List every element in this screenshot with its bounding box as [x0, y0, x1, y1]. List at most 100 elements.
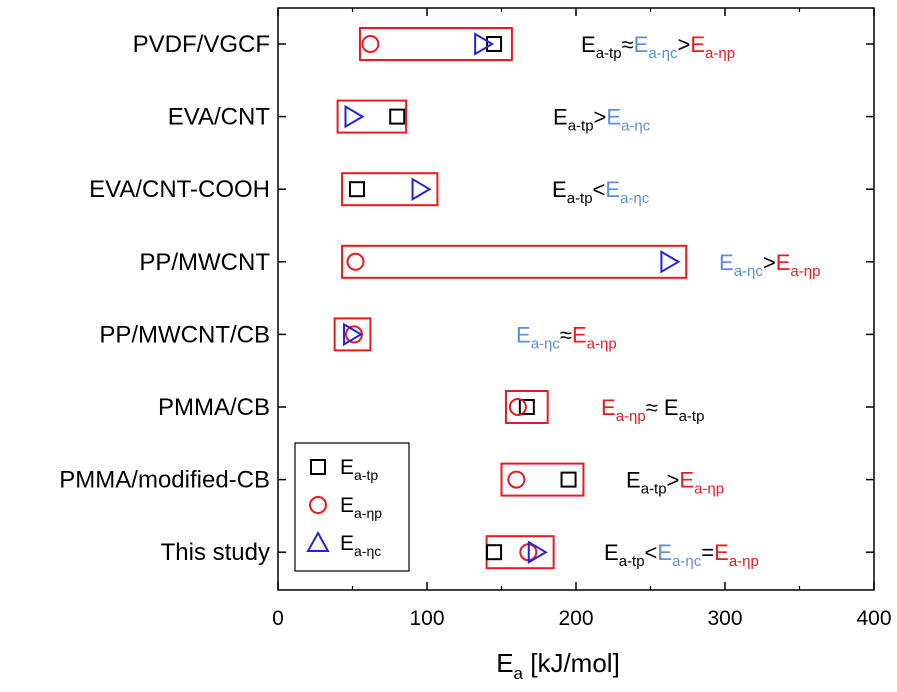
legend-square-icon — [310, 459, 326, 475]
annotation-subscript: a-ηp — [694, 481, 724, 498]
annotation-symbol: E — [553, 105, 568, 130]
annotation-symbol: E — [605, 177, 620, 202]
marker-e-a-tp — [348, 181, 365, 198]
x-axis-title-symbol: E — [496, 648, 513, 678]
legend-triangle-icon — [306, 530, 330, 552]
range-box — [341, 172, 439, 207]
annotation-operator: ≈ — [646, 395, 664, 420]
annotation-symbol: E — [552, 177, 567, 202]
legend-frame — [294, 442, 410, 572]
annotation-symbol: E — [714, 540, 729, 565]
annotation-subscript: a-ηp — [729, 553, 759, 570]
annotation: Ea-tp​≈Ea-ηc​>Ea-ηp​ — [581, 32, 735, 62]
annotation: Ea-tp​>Ea-ηp​ — [626, 468, 724, 498]
marker-e-a-nc — [411, 177, 432, 201]
annotation-operator: < — [645, 540, 658, 565]
annotation-subscript: a-tp — [679, 408, 705, 425]
legend-symbol: E — [340, 494, 354, 517]
range-box — [358, 27, 513, 61]
marker-e-a-nc — [660, 250, 681, 274]
x-axis-title-unit: [kJ/mol] — [523, 648, 620, 678]
range-box — [336, 99, 408, 134]
annotation-subscript: a-tp — [641, 481, 667, 498]
annotation-subscript: a-ηp — [587, 335, 617, 352]
annotation-subscript: a-ηc — [621, 118, 651, 135]
annotation-operator: < — [593, 177, 606, 202]
annotation: Ea-ηp​≈ Ea-tp​ — [601, 395, 704, 425]
category-label: EVA/CNT-COOH — [89, 176, 270, 203]
category-label: PVDF/VGCF — [133, 31, 270, 58]
category-label: EVA/CNT — [168, 104, 271, 131]
annotation-symbol: E — [664, 395, 679, 420]
annotation-symbol: E — [601, 395, 616, 420]
annotation-symbol: E — [581, 32, 596, 57]
category-label: This study — [161, 539, 270, 566]
category-label: PP/MWCNT/CB — [99, 321, 270, 348]
marker-e-a-tp — [486, 544, 503, 561]
legend-label: Ea-ηp — [340, 494, 382, 521]
range-box — [341, 244, 688, 279]
range-box — [500, 462, 585, 497]
legend-subscript: a-ηp — [354, 505, 382, 521]
annotation: Ea-tp​<Ea-ηc​=Ea-ηp​ — [604, 540, 759, 570]
marker-e-a-np — [346, 252, 365, 271]
legend-circle-icon — [309, 496, 327, 514]
marker-e-a-nc — [527, 540, 548, 564]
annotation-symbol: E — [604, 540, 619, 565]
annotation-subscript: a-ηp — [616, 408, 646, 425]
x-axis-title: Ea [kJ/mol] — [496, 648, 620, 683]
annotation-operator: ≈ — [622, 32, 634, 57]
marker-e-a-np — [361, 35, 380, 53]
annotation-symbol: E — [719, 250, 734, 275]
annotation: Ea-tp​<Ea-ηc​ — [552, 177, 650, 207]
annotation-symbol: E — [657, 540, 672, 565]
annotation-subscript: a-tp — [619, 553, 645, 570]
x-tick-label: 0 — [272, 607, 284, 630]
legend-label: Ea-tp — [340, 456, 378, 483]
annotation-subscript: a-ηc — [531, 335, 561, 352]
category-label: PP/MWCNT — [139, 249, 270, 276]
marker-e-a-np — [508, 398, 527, 416]
marker-e-a-nc — [474, 32, 495, 56]
marker-e-a-np — [507, 470, 526, 489]
legend-label: Ea-ηc — [340, 532, 381, 559]
data-markers — [343, 32, 681, 564]
annotations: Ea-tp​≈Ea-ηc​>Ea-ηp​ Ea-tp​>Ea-ηc​ Ea-tp​<… — [516, 32, 820, 570]
marker-e-a-nc — [344, 104, 365, 129]
annotation-operator: ≈ — [560, 322, 572, 347]
marker-e-a-nc — [343, 322, 363, 347]
annotation: Ea-tp​>Ea-ηc​ — [553, 105, 651, 135]
annotation-symbol: E — [679, 468, 694, 493]
legend-subscript: a-tp — [354, 467, 378, 483]
annotation-subscript: a-ηp — [705, 45, 735, 62]
annotation-symbol: E — [516, 322, 531, 347]
annotation-operator: > — [678, 32, 691, 57]
annotation: Ea-ηc​≈Ea-ηp​ — [516, 322, 617, 352]
y-axis: PVDF/VGCF EVA/CNT EVA/CNT-COOH PP/MWCNT PP/M… — [59, 31, 874, 566]
annotation-symbol: E — [634, 32, 649, 57]
annotation-subscript: a-ηc — [672, 553, 702, 570]
annotation-operator: > — [763, 250, 776, 275]
annotation-subscript: a-tp — [596, 45, 622, 62]
annotation-subscript: a-ηc — [648, 45, 678, 62]
annotation-symbol: E — [690, 32, 705, 57]
annotation-symbol: E — [572, 322, 587, 347]
x-tick-label: 100 — [409, 607, 444, 630]
marker-e-a-tp — [560, 471, 577, 488]
annotation-operator: > — [594, 105, 607, 130]
annotation-subscript: a-ηp — [790, 263, 820, 280]
annotation-symbol: E — [606, 105, 621, 130]
range-box — [333, 317, 372, 352]
annotation-subscript: a-tp — [568, 118, 594, 135]
x-tick-label: 200 — [558, 607, 593, 630]
annotation-subscript: a-ηc — [734, 263, 764, 280]
marker-e-a-tp — [486, 36, 503, 52]
annotation-subscript: a-ηc — [620, 190, 650, 207]
annotation-symbol: E — [626, 468, 641, 493]
marker-e-a-tp — [518, 399, 535, 415]
x-axis-title-subscript: a — [514, 664, 524, 683]
marker-e-a-tp — [389, 108, 406, 125]
